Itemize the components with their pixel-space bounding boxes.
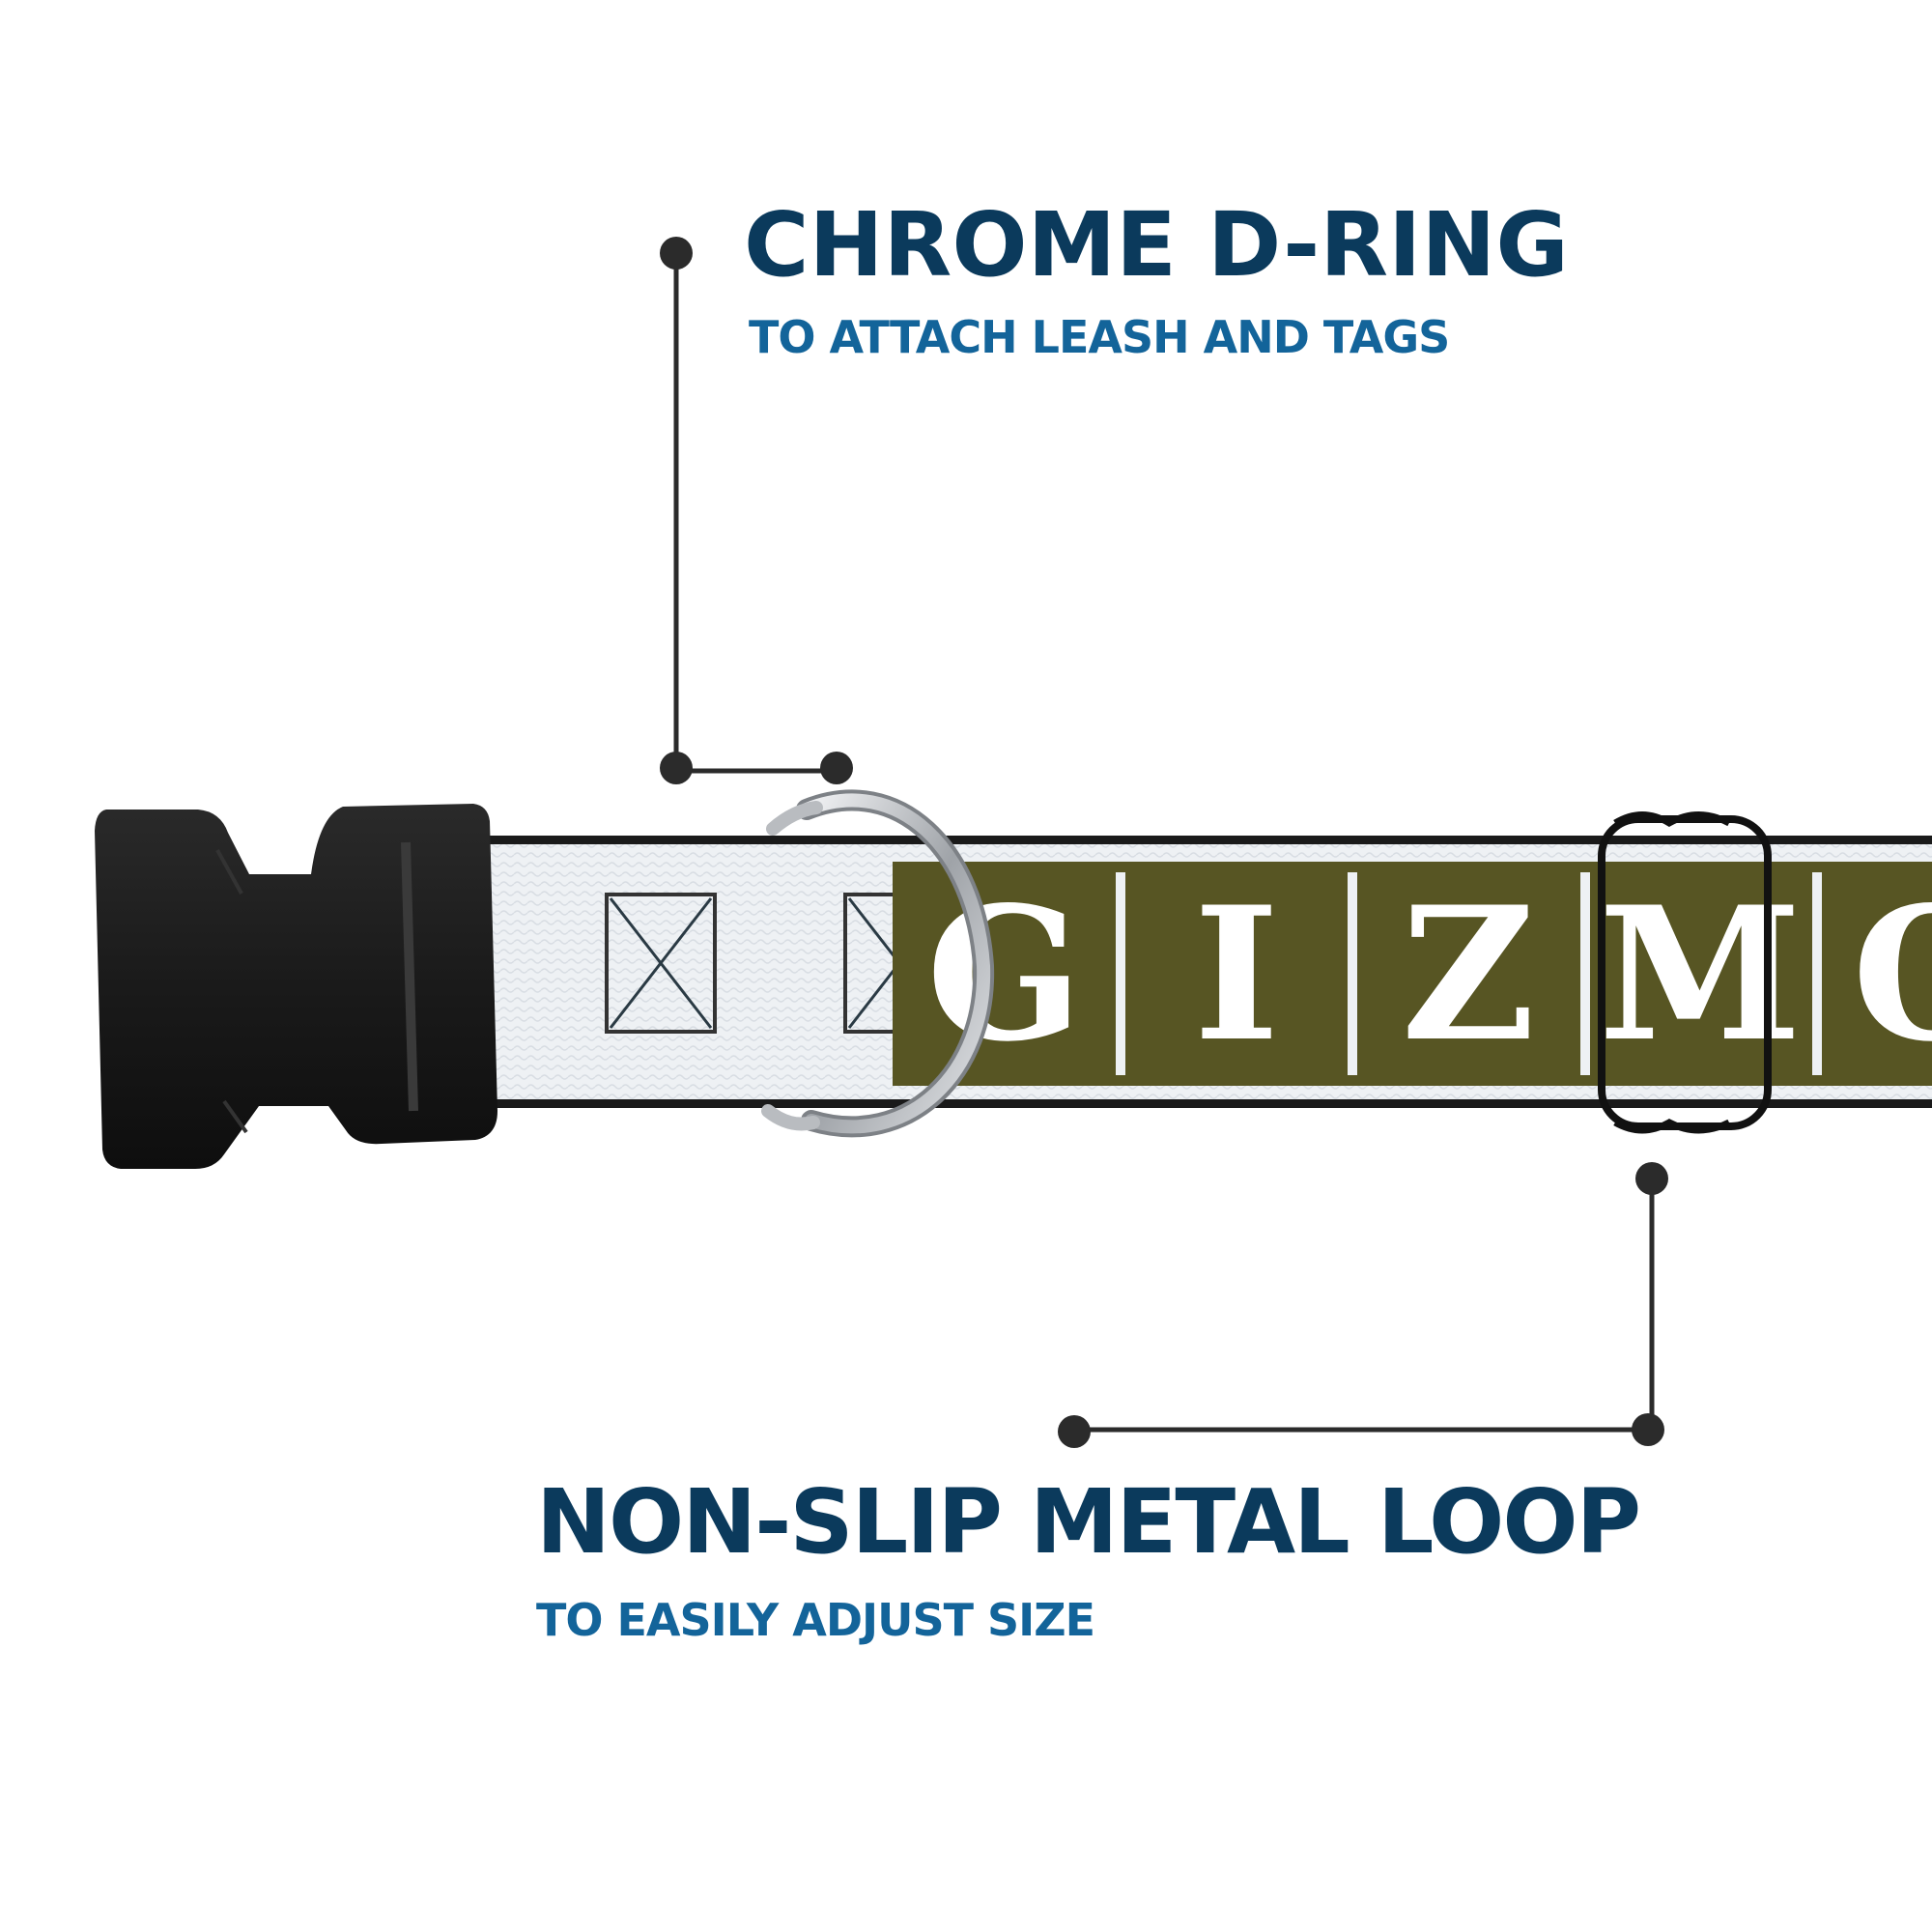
metal-loop-leader-line	[1058, 1162, 1668, 1448]
collar-letter: G	[926, 867, 1083, 1082]
d-ring-leader-dot-corner	[660, 752, 693, 784]
metal-loop-title: NON-SLIP METAL LOOP	[536, 1470, 1641, 1574]
d-ring-title: CHROME D-RING	[744, 193, 1569, 297]
metal-loop-leader-dot-end	[1058, 1415, 1091, 1448]
collar-letter: I	[1194, 867, 1280, 1082]
collar-letter: O	[1852, 867, 1932, 1082]
name-print-band	[893, 862, 1932, 1086]
buckle-icon	[95, 804, 497, 1169]
d-ring-subtitle: TO ATTACH LEASH AND TAGS	[749, 311, 1450, 363]
collar-letter: Z	[1402, 867, 1536, 1082]
metal-loop-subtitle: TO EASILY ADJUST SIZE	[536, 1594, 1095, 1646]
metal-loop-leader-dot-corner	[1632, 1413, 1664, 1446]
d-ring-leader-dot-top	[660, 237, 693, 270]
d-ring-icon	[761, 789, 995, 1138]
d-ring-leader-line	[660, 237, 853, 784]
d-ring-leader-dot-end	[820, 752, 853, 784]
metal-loop-leader-dot-top	[1635, 1162, 1668, 1195]
slide-loop-icon	[1598, 811, 1772, 1134]
